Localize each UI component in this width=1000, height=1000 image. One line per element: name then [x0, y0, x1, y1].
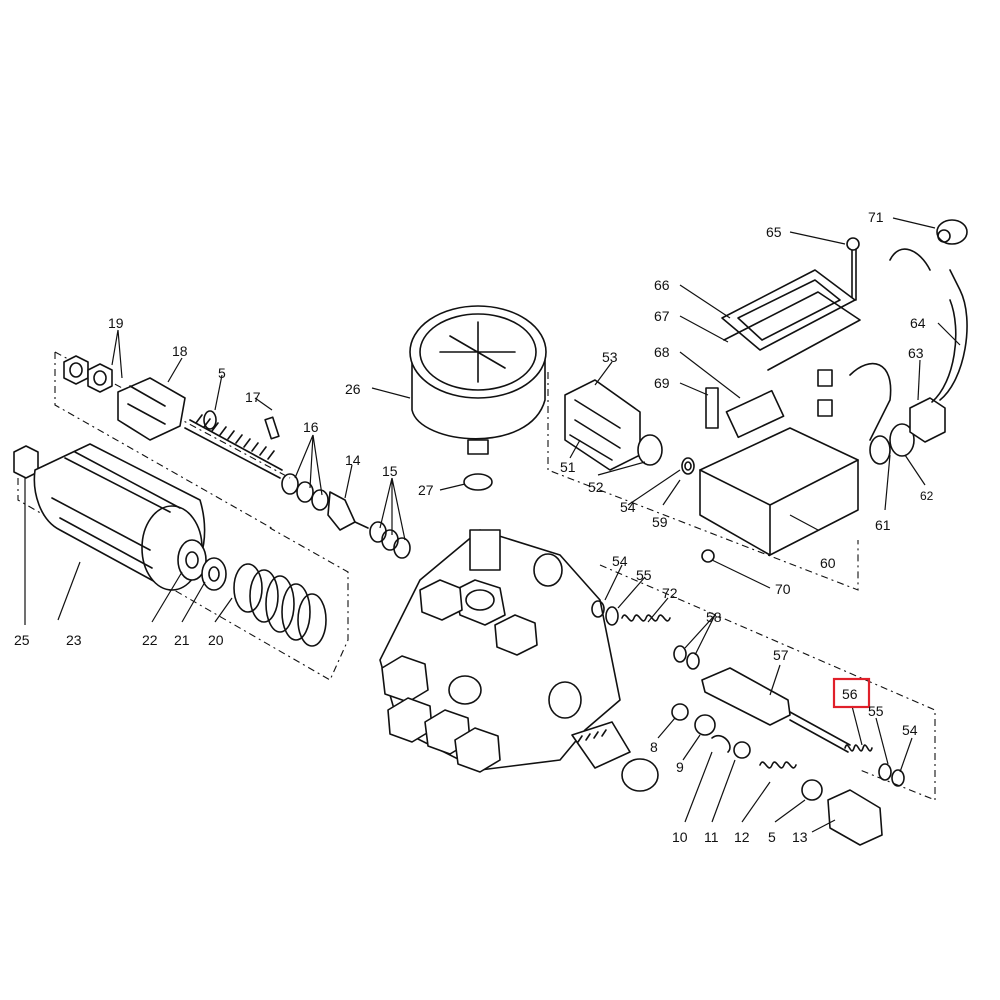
- label-55a: 55: [636, 567, 652, 583]
- label-14: 14: [345, 452, 361, 468]
- label-51: 51: [560, 459, 576, 475]
- label-55b: 55: [868, 703, 884, 719]
- label-57: 57: [773, 647, 789, 663]
- label-13: 13: [792, 829, 808, 845]
- pressure-switch: [564, 379, 695, 475]
- label-63: 63: [908, 345, 924, 361]
- label-60: 60: [820, 555, 836, 571]
- label-5b: 5: [768, 829, 776, 845]
- label-16: 16: [303, 419, 319, 435]
- label-20: 20: [208, 632, 224, 648]
- label-10: 10: [672, 829, 688, 845]
- pressure-gauge: [409, 305, 547, 491]
- label-62: 62: [920, 489, 934, 503]
- label-56: 56: [842, 686, 858, 702]
- label-15: 15: [382, 463, 398, 479]
- part-labels: 19 18 5 17 16 14 15 26 27 53 51 52 54 59…: [14, 209, 934, 845]
- adjuster-assembly: [63, 355, 411, 559]
- label-54c: 54: [902, 722, 918, 738]
- highlight-box-56: [832, 677, 871, 709]
- label-18: 18: [172, 343, 188, 359]
- label-22: 22: [142, 632, 158, 648]
- label-21: 21: [174, 632, 190, 648]
- label-72: 72: [662, 585, 678, 601]
- label-8: 8: [650, 739, 658, 755]
- label-5a: 5: [218, 365, 226, 381]
- label-64: 64: [910, 315, 926, 331]
- label-67: 67: [654, 308, 670, 324]
- valve-body: [379, 529, 659, 792]
- knob-assembly: [13, 443, 327, 647]
- label-70: 70: [775, 581, 791, 597]
- label-53: 53: [602, 349, 618, 365]
- leader-lines: [24, 217, 961, 833]
- label-66: 66: [654, 277, 670, 293]
- label-9: 9: [676, 759, 684, 775]
- label-54a: 54: [620, 499, 636, 515]
- label-11: 11: [704, 829, 719, 845]
- label-68: 68: [654, 344, 670, 360]
- piston-assembly: [591, 600, 905, 846]
- label-12: 12: [734, 829, 750, 845]
- label-52: 52: [588, 479, 604, 495]
- label-59: 59: [652, 514, 668, 530]
- label-61: 61: [875, 517, 891, 533]
- label-69: 69: [654, 375, 670, 391]
- label-58: 58: [706, 609, 722, 625]
- label-27: 27: [418, 482, 434, 498]
- assembly-boundaries: [17, 351, 936, 801]
- label-23: 23: [66, 632, 82, 648]
- label-19: 19: [108, 315, 124, 331]
- label-26: 26: [345, 381, 361, 397]
- label-71: 71: [868, 209, 884, 225]
- label-65: 65: [766, 224, 782, 240]
- switch-box-assembly: [699, 219, 968, 563]
- label-54b: 54: [612, 553, 628, 569]
- label-25: 25: [14, 632, 30, 648]
- label-17: 17: [245, 389, 261, 405]
